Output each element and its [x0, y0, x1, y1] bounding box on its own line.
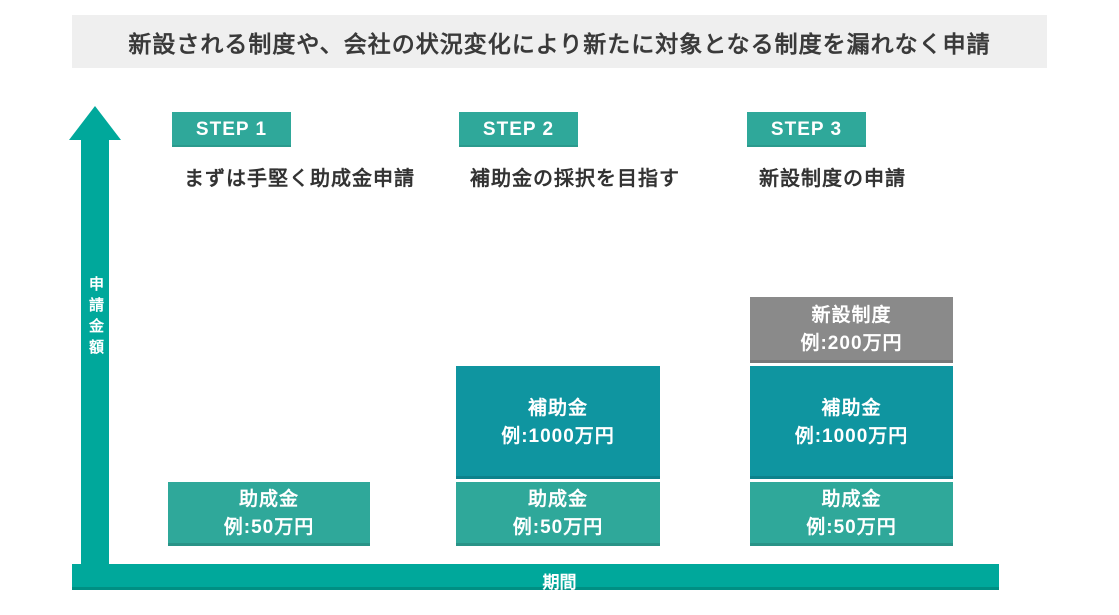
bar-segment-name: 助成金: [238, 489, 299, 510]
bar-segment-hojo: 補助金 例:1000万円: [750, 366, 953, 479]
bar-segment-name: 補助金: [527, 397, 588, 419]
x-axis-label: 期間: [542, 573, 577, 592]
step-description-2: 補助金の採択を目指す: [470, 168, 680, 190]
step-badge-2: STEP 2: [459, 112, 578, 147]
step-badge-3: STEP 3: [747, 112, 866, 147]
bar-stack-step-1: 助成金 例:50万円: [168, 482, 370, 546]
bar-stack-step-2: 補助金 例:1000万円 助成金 例:50万円: [456, 366, 660, 546]
bar-segment-josei: 助成金 例:50万円: [750, 482, 953, 546]
bar-segment-example: 例:50万円: [512, 517, 604, 538]
bar-segment-example: 例:50万円: [223, 517, 315, 538]
arrow-up-icon: [69, 106, 121, 140]
bar-segment-example: 例:1000万円: [794, 425, 909, 447]
step-badge-1: STEP 1: [172, 112, 291, 147]
y-axis-shaft: [81, 138, 109, 590]
bar-segment-josei: 助成金 例:50万円: [168, 482, 370, 546]
page-title: 新設される制度や、会社の状況変化により新たに対象となる制度を漏れなく申請: [128, 30, 991, 57]
step-description-3: 新設制度の申請: [759, 168, 906, 190]
title-banner: 新設される制度や、会社の状況変化により新たに対象となる制度を漏れなく申請: [72, 15, 1047, 68]
bar-segment-name: 補助金: [821, 397, 882, 419]
bar-segment-example: 例:1000万円: [501, 425, 615, 447]
y-axis-label: 申請金額: [87, 276, 104, 360]
bar-segment-example: 例:50万円: [806, 517, 897, 538]
bar-segment-josei: 助成金 例:50万円: [456, 482, 660, 546]
step-description-1: まずは手堅く助成金申請: [184, 168, 415, 190]
bar-segment-name: 助成金: [821, 489, 882, 510]
bar-segment-example: 例:200万円: [800, 333, 903, 354]
bar-segment-name: 助成金: [527, 489, 588, 510]
bar-stack-step-3: 新設制度 例:200万円 補助金 例:1000万円 助成金 例:50万円: [750, 297, 953, 546]
bar-segment-name: 新設制度: [811, 305, 892, 326]
bar-segment-shinsetsu: 新設制度 例:200万円: [750, 297, 953, 363]
bar-segment-hojo: 補助金 例:1000万円: [456, 366, 660, 479]
x-axis-bar: [72, 564, 999, 590]
